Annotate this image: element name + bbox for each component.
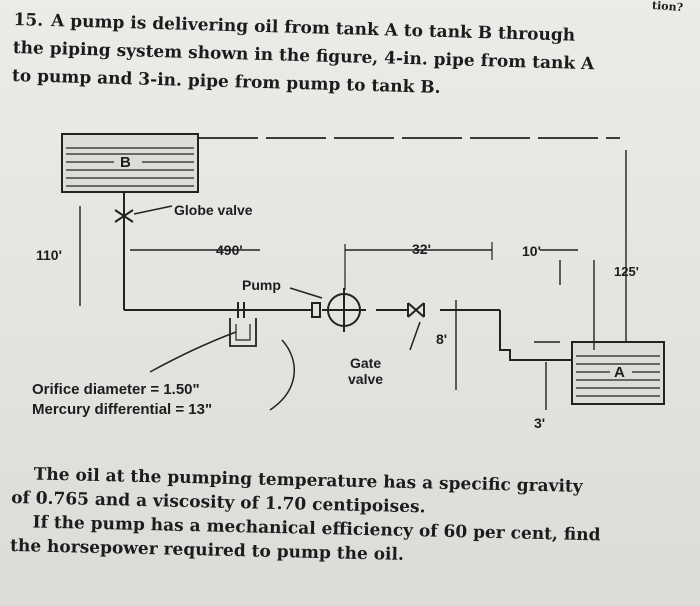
- dim-8-label: 8': [436, 331, 447, 347]
- gate-valve-label-1: Gate: [350, 355, 381, 371]
- piping-system-diagram: B A Globe valve 110' 490' 32' 10' 125' P…: [32, 133, 665, 431]
- gate-valve-label-2: valve: [348, 371, 383, 387]
- dim-490-label: 490': [216, 242, 243, 258]
- pump-label: Pump: [242, 277, 281, 293]
- pump-leader: [289, 287, 323, 299]
- tank-b-label: B: [120, 154, 131, 171]
- tank-a-liquid-lines: [576, 355, 660, 397]
- tank-a: [571, 341, 665, 405]
- dim-3-label: 3': [534, 415, 545, 431]
- pump-symbol: [311, 288, 366, 332]
- orifice-manometer: [229, 302, 257, 347]
- cropped-corner-word: tion?: [651, 0, 684, 15]
- orifice-leader: [149, 331, 237, 373]
- gate-valve-symbol: [407, 302, 425, 318]
- dim-110-label: 110': [36, 247, 62, 263]
- problem-number: 15.: [13, 9, 44, 31]
- dim-10-label: 10': [522, 243, 541, 259]
- dim-125-label: 125': [614, 264, 639, 279]
- tank-b: [61, 133, 199, 193]
- globe-valve-symbol: [114, 206, 134, 226]
- tank-b-liquid-lines: [66, 147, 194, 187]
- tank-a-label: A: [614, 364, 625, 381]
- globe-valve-label: Globe valve: [174, 202, 253, 218]
- mercury-differential-label: Mercury differential = 13": [32, 401, 212, 418]
- mercury-leader: [269, 339, 295, 411]
- problem-statement: 15.A pump is delivering oil from tank A …: [12, 6, 694, 109]
- globe-valve-leader: [133, 205, 173, 215]
- orifice-diameter-label: Orifice diameter = 1.50": [32, 381, 200, 398]
- problem-data-text: The oil at the pumping temperature has a…: [10, 462, 692, 573]
- dim-32-label: 32': [412, 241, 431, 257]
- pipe-to-tank-a: [499, 310, 574, 361]
- dim-10-125-bracket: [540, 249, 595, 350]
- gate-valve-leader: [409, 321, 421, 351]
